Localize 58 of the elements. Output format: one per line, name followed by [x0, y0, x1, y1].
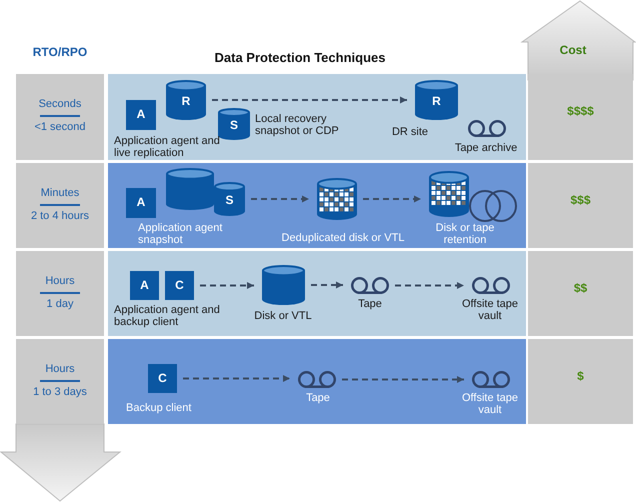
time-cell	[16, 251, 104, 336]
tier-panel	[108, 339, 526, 424]
dashed-arrow	[363, 196, 421, 202]
node-label: Offsite tape vault	[460, 298, 520, 322]
cost-cell	[528, 251, 633, 336]
cost-label: $$	[572, 282, 588, 295]
column-heading: RTO/RPO	[32, 46, 88, 59]
icon-letter: A	[139, 278, 150, 292]
icon-letter: R	[180, 95, 192, 108]
time-label: 1 to 3 days	[32, 386, 88, 399]
dashed-arrow	[395, 282, 464, 289]
cost-label: $$$$	[566, 105, 595, 118]
icon-letter: S	[228, 118, 239, 132]
node-label: DR site	[390, 126, 430, 138]
node-label: Tape archive	[454, 142, 518, 154]
cost-cell	[528, 74, 633, 160]
dashed-arrow	[183, 375, 290, 382]
column-heading: Cost	[558, 44, 588, 57]
node-label: Deduplicated disk or VTL	[280, 232, 406, 244]
time-label: Seconds	[38, 98, 82, 111]
icon-letter: A	[136, 196, 146, 209]
diagram-title: Data Protection Techniques	[214, 51, 386, 64]
node-label: Application agent snapshot	[138, 222, 224, 246]
node-label: Application agent and backup client	[114, 304, 221, 328]
tier-panel	[108, 74, 526, 160]
cost-label: $$$	[569, 194, 592, 207]
node-label: Tape	[305, 392, 331, 404]
time-label: 1 day	[46, 298, 74, 311]
time-label: <1 second	[33, 121, 87, 134]
dashed-arrow	[212, 96, 407, 104]
time-label: Hours	[44, 275, 76, 288]
time-label: 2 to 4 hours	[30, 210, 90, 223]
node-label: Disk or VTL	[253, 310, 313, 322]
tier-panel	[108, 163, 526, 248]
node-label: Tape	[357, 298, 383, 310]
icon-letter: R	[431, 95, 442, 108]
time-label: Minutes	[40, 187, 80, 200]
time-cell	[16, 163, 104, 248]
time-cell	[16, 339, 104, 424]
node-label: Disk or tape retention	[434, 222, 496, 246]
cost-label: $	[576, 370, 585, 383]
cost-cell	[528, 163, 633, 248]
dashed-arrow	[311, 282, 343, 288]
tier-panel	[108, 251, 526, 336]
icon-letter: C	[157, 372, 168, 384]
dashed-arrow	[251, 196, 309, 202]
dashed-arrow	[342, 376, 464, 383]
time-label: Hours	[44, 363, 76, 376]
time-cell	[16, 74, 104, 160]
icon-letter: A	[136, 108, 146, 121]
dashed-arrow	[200, 282, 254, 289]
cost-cell	[528, 339, 633, 424]
icon-letter: S	[224, 194, 234, 207]
node-label: Local recovery snapshot or CDP	[255, 113, 340, 137]
node-label: Offsite tape vault	[460, 392, 520, 416]
node-label: Application agent and live replication	[114, 135, 221, 159]
node-label: Backup client	[126, 402, 192, 414]
icon-letter: C	[174, 278, 185, 292]
